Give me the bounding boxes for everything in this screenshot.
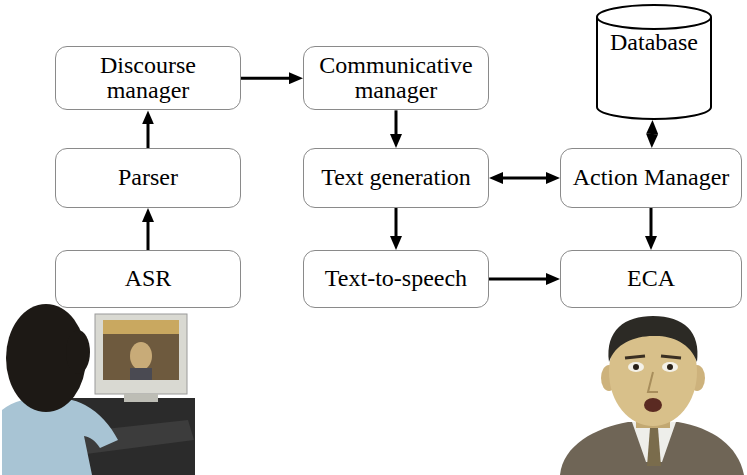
node-label: Text generation — [321, 165, 471, 190]
flow-arrow — [489, 278, 552, 281]
process-box: ECA — [560, 250, 742, 308]
node-label: Discourse manager — [78, 53, 218, 103]
flow-arrow — [395, 208, 398, 242]
node-label: Communicative manager — [314, 53, 479, 103]
process-box: ASR — [55, 250, 241, 308]
process-box: Action Manager — [560, 148, 742, 208]
flow-arrow — [147, 216, 150, 250]
cylinder-outline — [596, 4, 712, 120]
process-box: Parser — [55, 148, 241, 208]
flow-arrow — [147, 118, 150, 148]
flow-arrow — [497, 177, 552, 180]
node-label: Database — [610, 30, 698, 55]
user-illustration — [2, 304, 195, 475]
eca-face-illustration — [560, 316, 744, 475]
node-label: Text-to-speech — [325, 266, 467, 291]
node-label: ASR — [125, 266, 172, 291]
node-label: Action Manager — [573, 165, 730, 190]
node-label: Parser — [118, 165, 178, 190]
flow-arrow — [650, 208, 653, 242]
node-label: ECA — [627, 266, 675, 291]
flow-arrow — [241, 77, 295, 80]
flow-arrow — [650, 128, 653, 140]
process-box: Communicative manager — [303, 46, 489, 110]
process-box: Text generation — [303, 148, 489, 208]
process-box: Text-to-speech — [303, 250, 489, 308]
process-box: Discourse manager — [55, 46, 241, 110]
flow-arrow — [395, 110, 398, 140]
database-cylinder: Database — [596, 4, 712, 120]
